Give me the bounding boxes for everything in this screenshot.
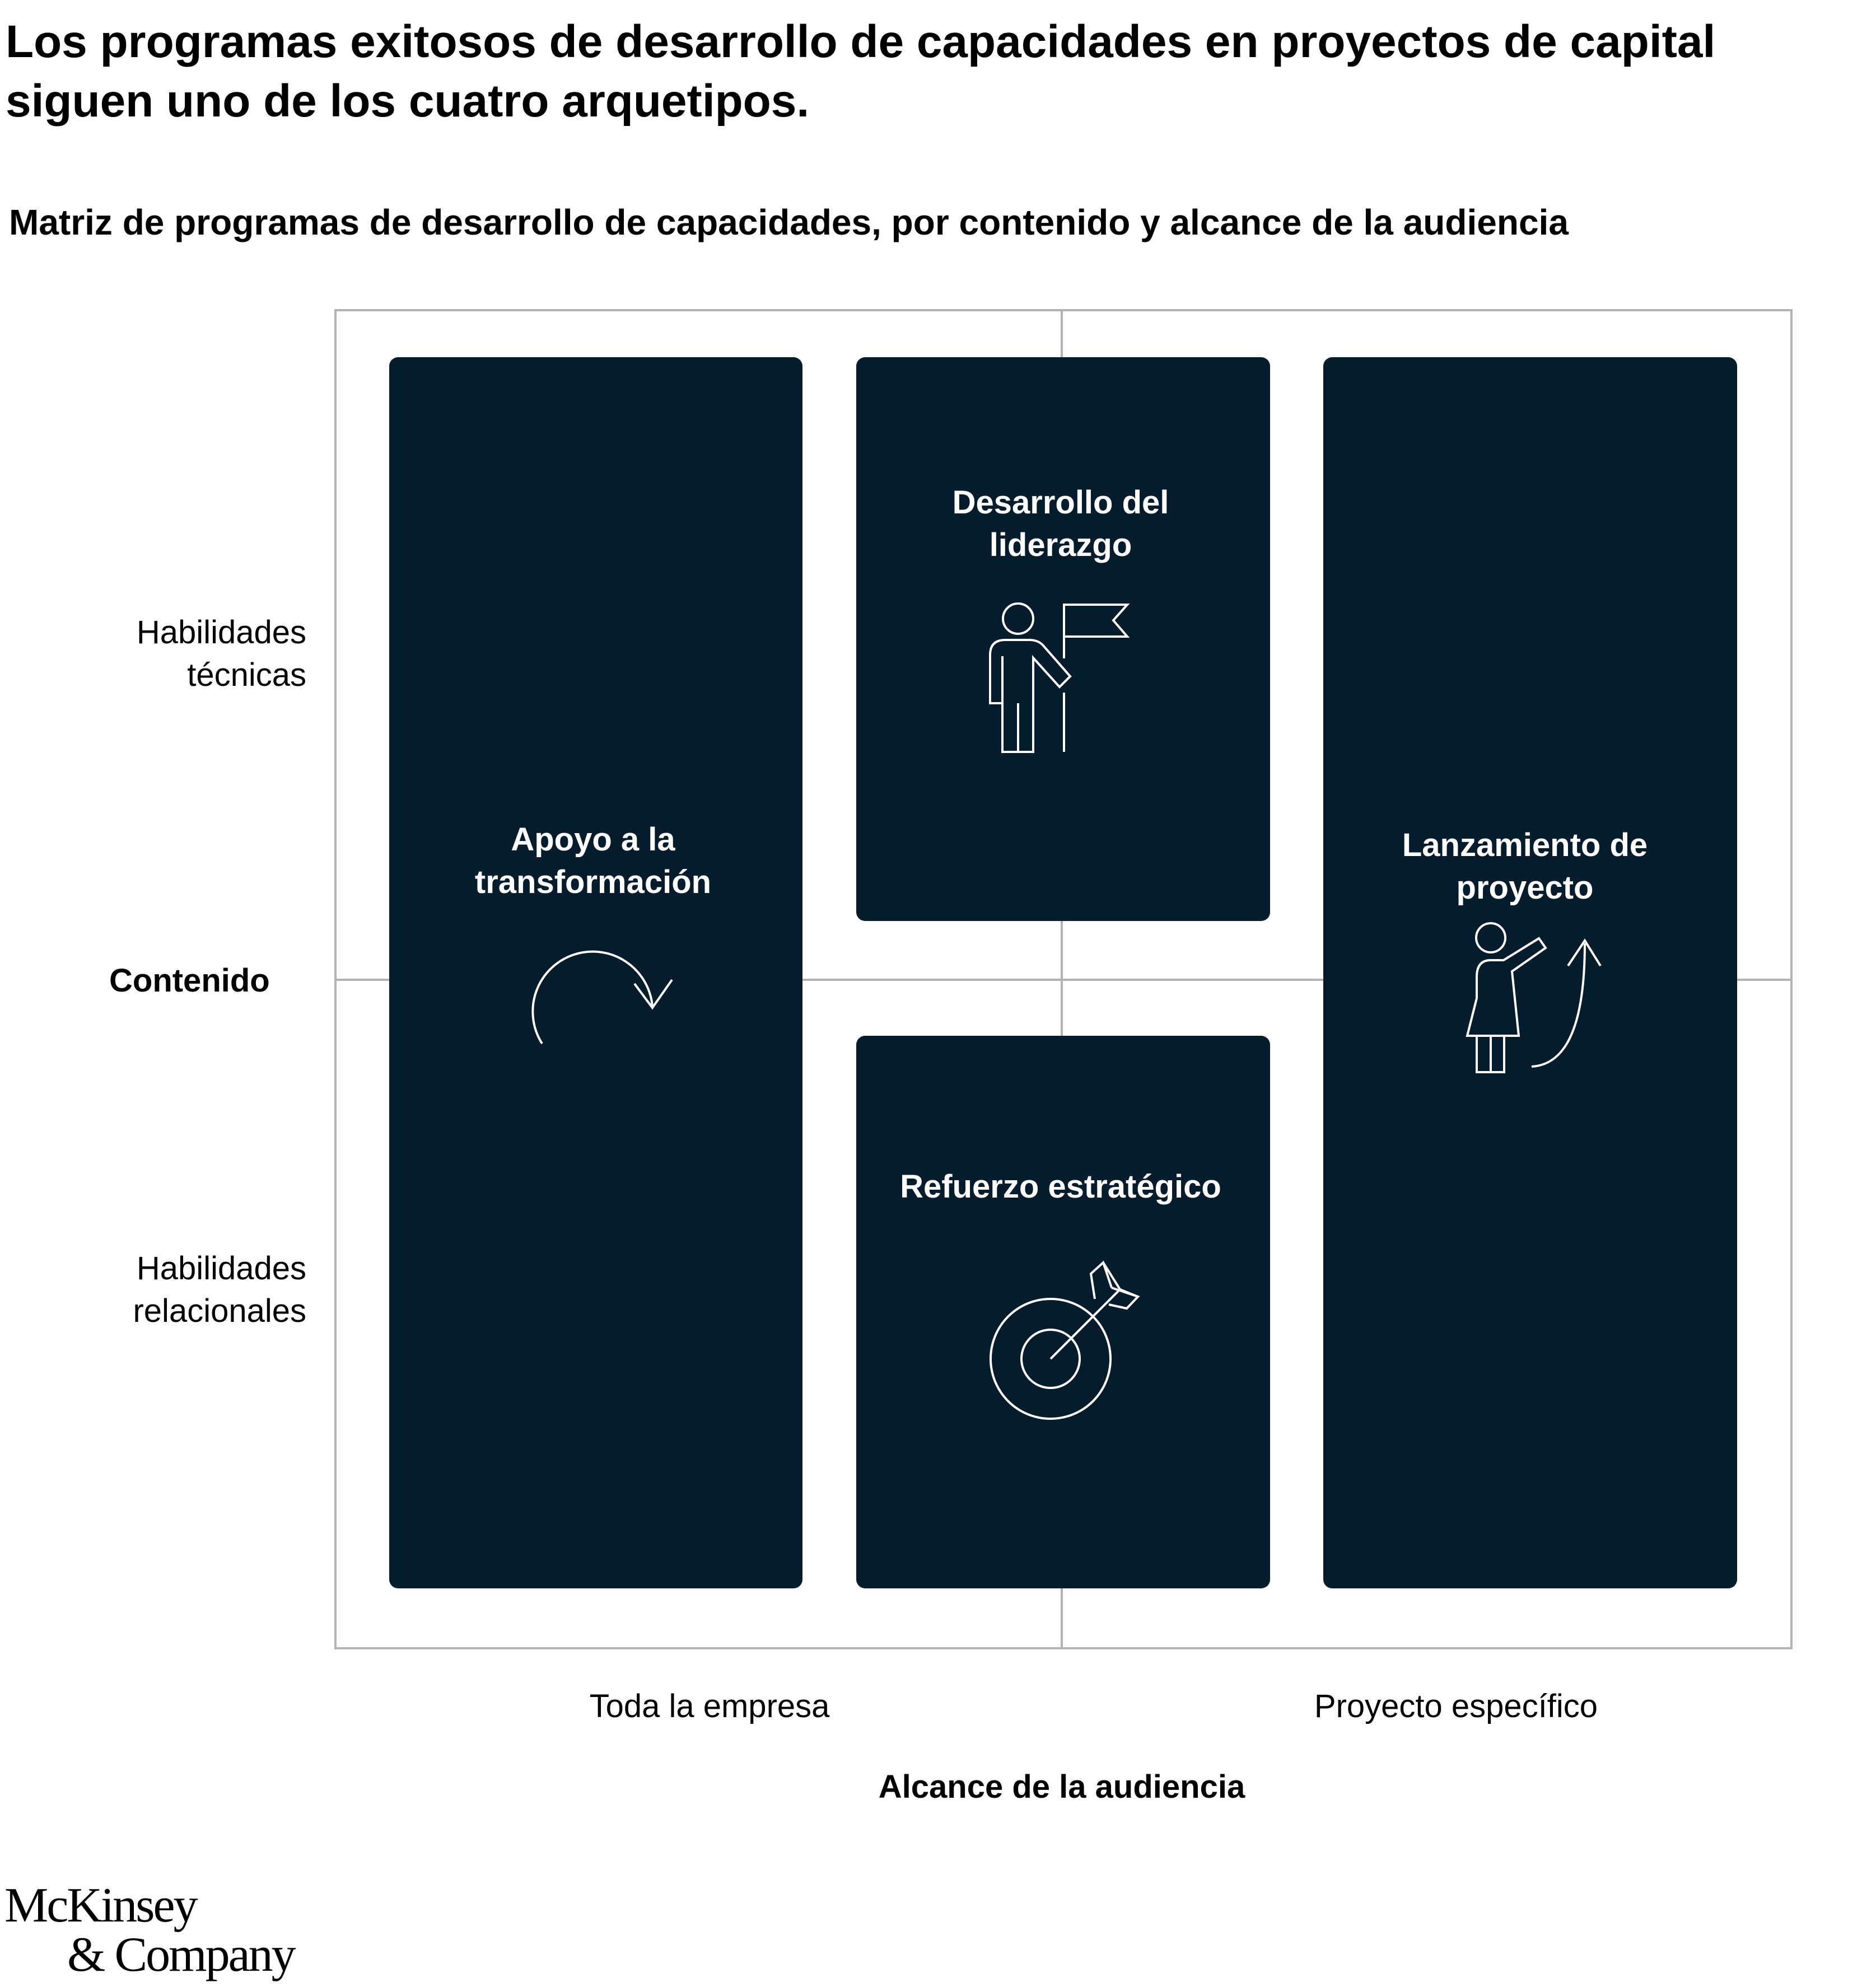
x-label-right: Proyecto específico bbox=[1314, 1688, 1598, 1724]
mckinsey-logo: McKinsey & Company bbox=[4, 1878, 296, 1982]
person-flag-icon bbox=[989, 602, 1130, 753]
logo-line-2: & Company bbox=[67, 1928, 296, 1982]
quadrant-box-transformation bbox=[389, 357, 802, 1588]
box-label: Apoyo a la transformación bbox=[474, 821, 712, 900]
quadrant-box-launch bbox=[1323, 357, 1737, 1588]
person-launch-icon bbox=[1466, 922, 1602, 1073]
target-arrow-icon bbox=[990, 1260, 1140, 1420]
page-title: Los programas exitosos de desarrollo de … bbox=[6, 16, 1716, 127]
x-axis-title: Alcance de la audiencia bbox=[878, 1769, 1245, 1805]
vertical-divider bbox=[1061, 309, 1063, 1647]
box-label: Desarrollo del liderazgo bbox=[952, 484, 1169, 563]
logo-line-1: McKinsey bbox=[4, 1878, 198, 1933]
box-label: Lanzamiento de proyecto bbox=[1402, 827, 1648, 906]
horizontal-divider bbox=[334, 979, 1790, 981]
quadrant-box-reinforcement bbox=[856, 1036, 1270, 1588]
y-label-bottom: Habilidades relacionales bbox=[133, 1250, 306, 1329]
chart-subtitle: Matriz de programas de desarrollo de cap… bbox=[9, 202, 1569, 242]
circular-arrow-icon bbox=[531, 950, 673, 1045]
y-label-top: Habilidades técnicas bbox=[136, 614, 306, 693]
x-label-left: Toda la empresa bbox=[589, 1688, 830, 1724]
y-axis-title: Contenido bbox=[109, 962, 270, 999]
box-label: Refuerzo estratégico bbox=[900, 1168, 1221, 1205]
